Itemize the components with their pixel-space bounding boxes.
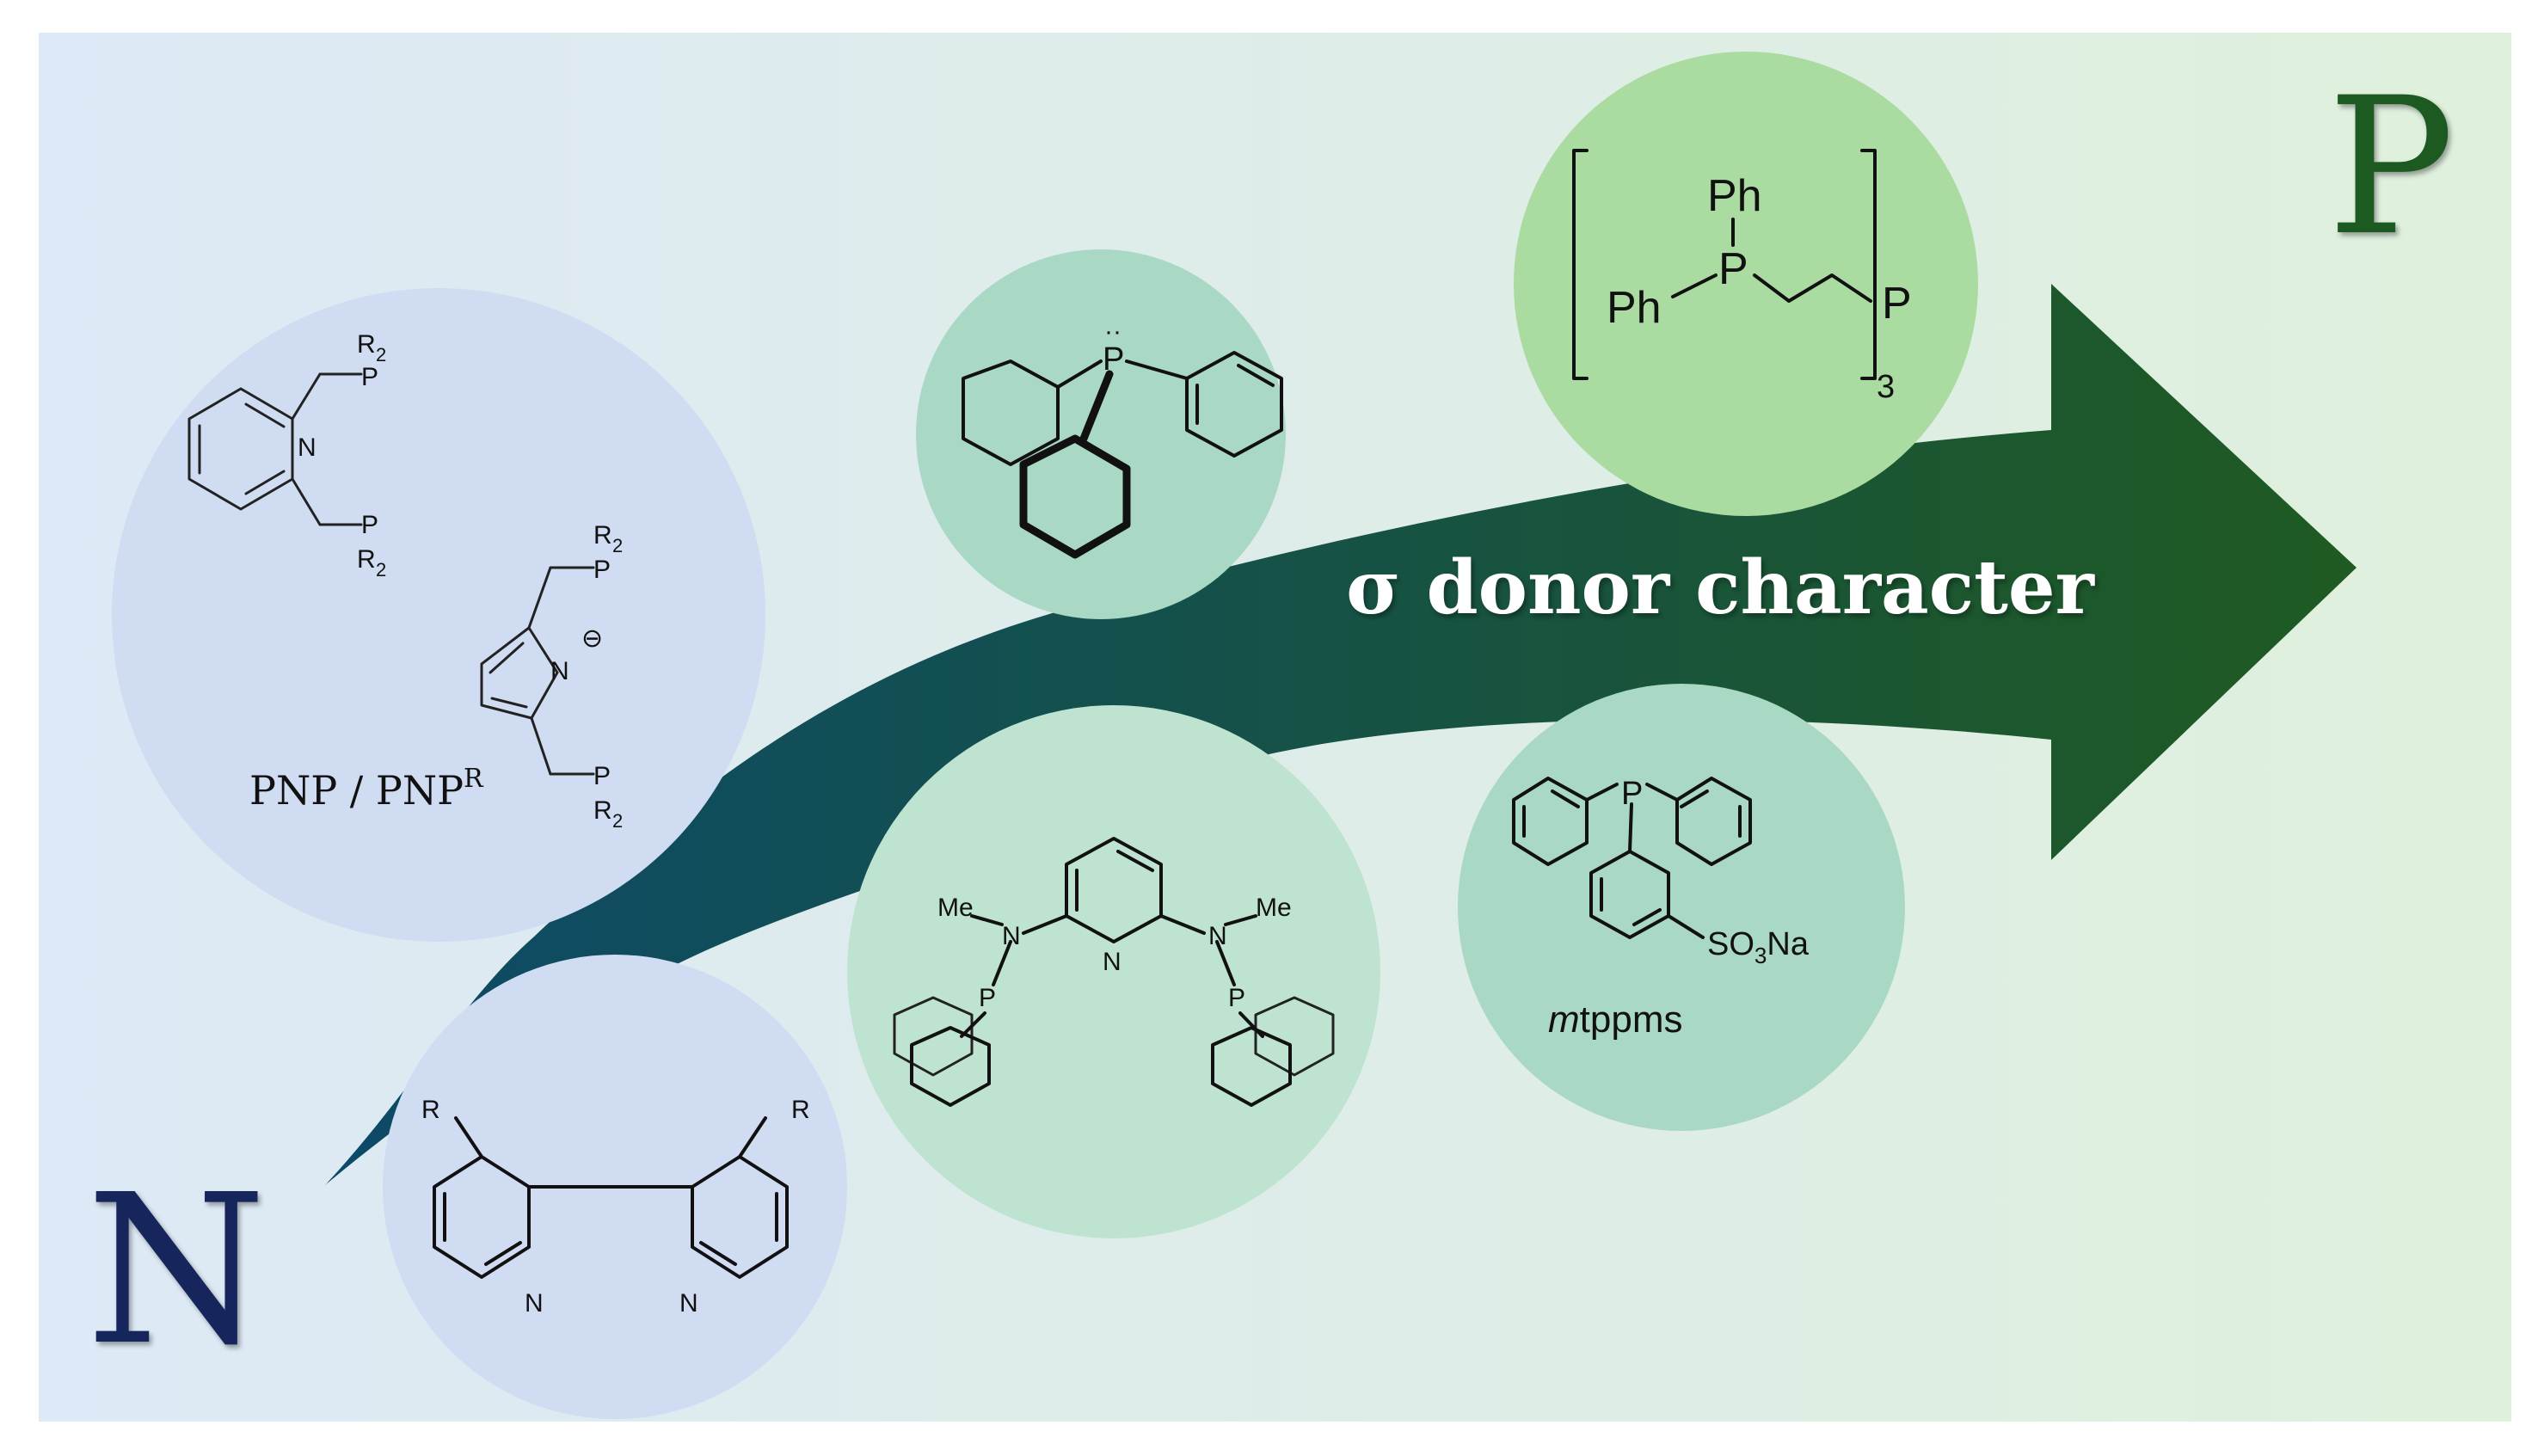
pnp-p-top: P xyxy=(361,363,378,391)
amino-n-left: N xyxy=(1002,922,1021,950)
pnp-caption: PNP / PNPR xyxy=(249,764,484,814)
amino-p-right: P xyxy=(1228,984,1245,1012)
pnp-charge: ⊖ xyxy=(581,624,603,653)
pnp-r-r2-bottom-sub: 2 xyxy=(612,810,623,832)
donor-arrow xyxy=(325,284,2357,1185)
bipyridine-r-right: R xyxy=(791,1096,810,1124)
mtppms-p: P xyxy=(1621,776,1643,812)
aminopyridine-circle: N N N Me Me P P xyxy=(847,705,1380,1238)
pnp-circle-bg xyxy=(112,288,765,942)
triphos-p-center: P xyxy=(1718,244,1748,294)
p-endpoint-label: P xyxy=(2327,57,2455,277)
pnp-ligand-circle: N P R 2 P R 2 N ⊖ P R 2 P R 2 PNP / PNPR xyxy=(112,288,765,942)
pnp-p-bottom: P xyxy=(361,511,378,539)
pnp-r-r2-top-sub: 2 xyxy=(612,535,623,556)
pnp-r2-bottom: R xyxy=(357,545,376,574)
pnp-r2-top: R xyxy=(357,330,376,359)
pnp-n-pyridine: N xyxy=(298,433,316,462)
pnp-n-pyrrolide: N xyxy=(550,657,569,685)
n-endpoint-label: N xyxy=(86,1150,267,1391)
pnp-r-r2-bottom: R xyxy=(593,796,612,825)
pnp-r-r2-top: R xyxy=(593,521,612,550)
amino-me-left: Me xyxy=(937,894,974,922)
pnp-r-p-bottom: P xyxy=(593,762,611,790)
triphos-circle-bg xyxy=(1514,52,1978,516)
triphos-p-right: P xyxy=(1882,279,1912,329)
amino-n-pyridine: N xyxy=(1103,948,1122,976)
triphos-circle: Ph P Ph P 3 xyxy=(1514,52,1978,516)
pnp-r-p-top: P xyxy=(593,556,611,584)
bipyridine-n-right: N xyxy=(679,1289,698,1318)
amino-n-right: N xyxy=(1208,922,1227,950)
triphenylphosphine-circle: P ·· xyxy=(916,249,1286,619)
mtppms-circle: P SO3Na mtppms xyxy=(1458,684,1905,1131)
pnp-r2-bottom-sub: 2 xyxy=(376,559,386,581)
mtppms-caption: mtppms xyxy=(1548,998,1682,1041)
bipyridine-r-left: R xyxy=(421,1096,440,1124)
pph3-lone-pair: ·· xyxy=(1104,317,1122,346)
triphos-ph-left: Ph xyxy=(1607,283,1662,333)
aminopyridine-circle-bg xyxy=(847,705,1380,1238)
mtppms-so3na: SO3Na xyxy=(1707,926,1810,968)
triphos-subscript: 3 xyxy=(1877,369,1895,405)
amino-p-left: P xyxy=(979,984,996,1012)
triphenylphosphine-circle-bg xyxy=(916,249,1286,619)
bipyridine-circle: R R N N xyxy=(383,955,847,1419)
triphos-ph-top: Ph xyxy=(1707,171,1762,221)
pph3-p: P xyxy=(1103,341,1124,378)
amino-me-right: Me xyxy=(1256,894,1292,922)
arrow-label: σ donor character xyxy=(1346,544,2095,631)
mtppms-circle-bg xyxy=(1458,684,1905,1131)
bipyridine-n-left: N xyxy=(525,1289,544,1318)
pnp-r2-top-sub: 2 xyxy=(376,344,386,366)
